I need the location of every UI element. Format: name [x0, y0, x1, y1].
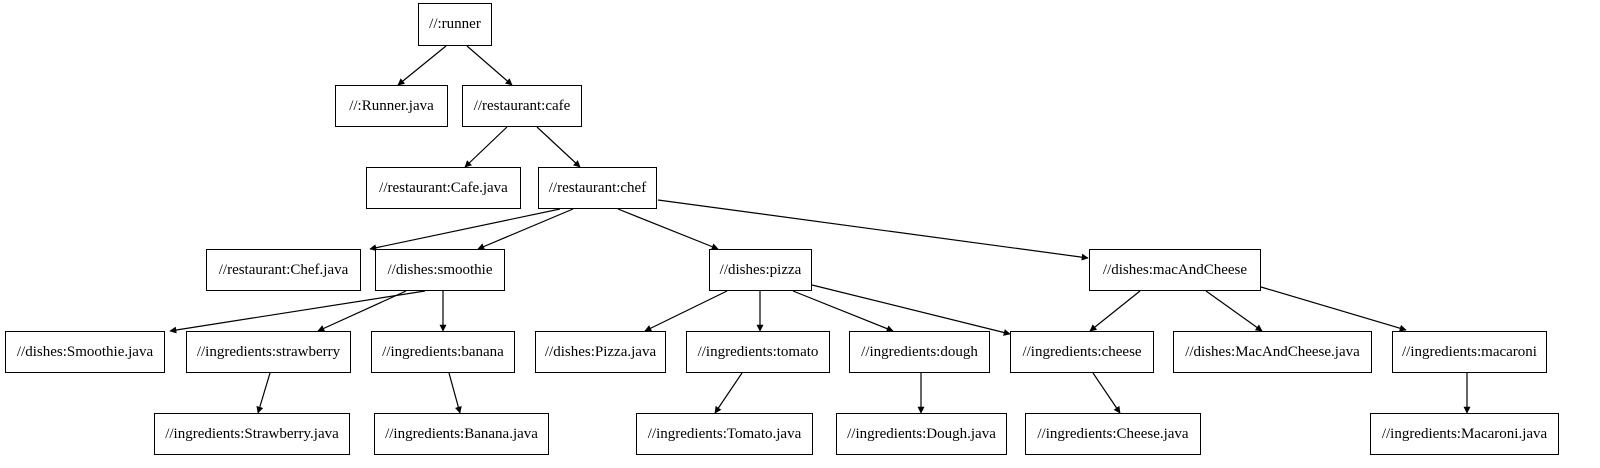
- graph-node-ing_cheese[interactable]: //ingredients:cheese: [1010, 331, 1154, 373]
- graph-node-dishes_pizza_java[interactable]: //dishes:Pizza.java: [535, 331, 666, 373]
- graph-node-dishes_pizza[interactable]: //dishes:pizza: [709, 249, 812, 291]
- graph-node-ing_strawberry_java[interactable]: //ingredients:Strawberry.java: [154, 413, 350, 455]
- graph-node-label: //ingredients:Banana.java: [385, 425, 538, 442]
- graph-node-ing_cheese_java[interactable]: //ingredients:Cheese.java: [1025, 413, 1201, 455]
- graph-node-dishes_smoothie[interactable]: //dishes:smoothie: [375, 249, 505, 291]
- graph-node-label: //restaurant:Cafe.java: [379, 179, 508, 196]
- graph-node-restaurant_chef_java[interactable]: //restaurant:Chef.java: [206, 249, 361, 291]
- graph-node-label: //dishes:pizza: [719, 261, 802, 278]
- graph-node-label: //ingredients:macaroni: [1402, 343, 1537, 360]
- graph-node-label: //ingredients:tomato: [697, 343, 819, 360]
- graph-node-label: //restaurant:cafe: [473, 97, 571, 114]
- graph-node-label: //ingredients:strawberry: [196, 343, 341, 360]
- graph-node-label: //ingredients:dough: [861, 343, 978, 360]
- graph-node-label: //dishes:MacAndCheese.java: [1185, 343, 1360, 360]
- graph-node-dishes_macandcheese[interactable]: //dishes:macAndCheese: [1089, 249, 1261, 291]
- graph-node-runner_java[interactable]: //:Runner.java: [335, 85, 448, 127]
- graph-node-label: //ingredients:Strawberry.java: [165, 425, 339, 442]
- graph-node-label: //restaurant:chef: [548, 179, 647, 196]
- graph-node-restaurant_cafe[interactable]: //restaurant:cafe: [462, 85, 582, 127]
- graph-node-label: //:Runner.java: [349, 97, 434, 114]
- graph-node-label: //ingredients:Cheese.java: [1037, 425, 1189, 442]
- graph-node-restaurant_cafe_java[interactable]: //restaurant:Cafe.java: [366, 167, 521, 209]
- graph-node-ing_banana[interactable]: //ingredients:banana: [371, 331, 515, 373]
- graph-node-ing_dough[interactable]: //ingredients:dough: [849, 331, 990, 373]
- graph-node-label: //:runner: [429, 16, 481, 32]
- graph-node-ing_tomato_java[interactable]: //ingredients:Tomato.java: [636, 413, 813, 455]
- graph-node-label: //ingredients:Macaroni.java: [1381, 425, 1548, 442]
- graph-node-label: //ingredients:banana: [382, 343, 504, 360]
- graph-node-label: //dishes:Pizza.java: [544, 343, 657, 360]
- graph-node-runner[interactable]: //:runner: [418, 3, 492, 46]
- graph-node-dishes_mac_java[interactable]: //dishes:MacAndCheese.java: [1173, 331, 1372, 373]
- graph-node-label: //ingredients:cheese: [1022, 343, 1142, 360]
- graph-node-dishes_smoothie_java[interactable]: //dishes:Smoothie.java: [5, 331, 165, 373]
- graph-node-label: //ingredients:Dough.java: [847, 425, 996, 442]
- graph-node-label: //dishes:smoothie: [387, 261, 493, 278]
- graph-node-ing_dough_java[interactable]: //ingredients:Dough.java: [836, 413, 1007, 455]
- graph-node-label: //ingredients:Tomato.java: [647, 425, 802, 442]
- graph-node-label: //restaurant:Chef.java: [218, 261, 349, 278]
- graph-node-ing_strawberry[interactable]: //ingredients:strawberry: [186, 331, 351, 373]
- graph-node-ing_tomato[interactable]: //ingredients:tomato: [686, 331, 830, 373]
- graph-node-label: //dishes:Smoothie.java: [16, 343, 154, 360]
- graph-node-ing_banana_java[interactable]: //ingredients:Banana.java: [374, 413, 549, 455]
- graph-node-ing_macaroni[interactable]: //ingredients:macaroni: [1392, 331, 1547, 373]
- graph-node-label: //dishes:macAndCheese: [1102, 261, 1248, 278]
- graph-node-ing_macaroni_java[interactable]: //ingredients:Macaroni.java: [1370, 413, 1559, 455]
- graph-node-restaurant_chef[interactable]: //restaurant:chef: [538, 167, 657, 209]
